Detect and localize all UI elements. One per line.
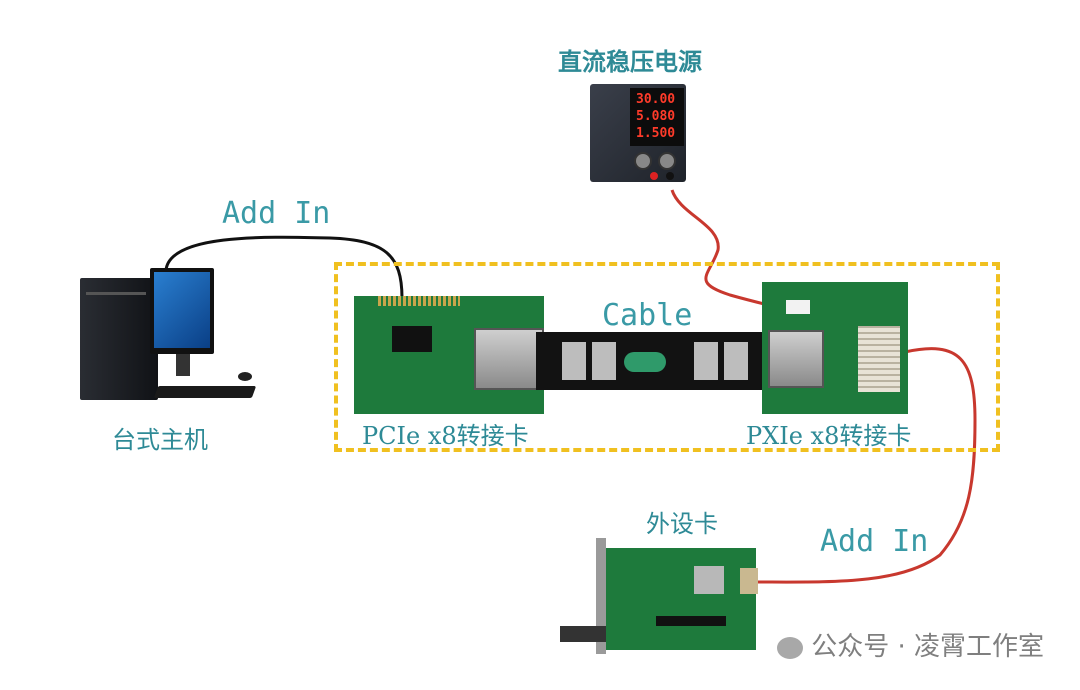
keyboard bbox=[153, 386, 257, 398]
power-knob bbox=[634, 152, 652, 170]
pc-tower-stripe bbox=[86, 292, 146, 295]
adapter-group-box bbox=[334, 262, 1000, 452]
peripheral-label: 外设卡 bbox=[646, 510, 718, 538]
peripheral-handle bbox=[560, 626, 608, 642]
pcie-connector bbox=[474, 328, 544, 390]
pxie-power-connector bbox=[786, 300, 810, 314]
cable-connector-right-2 bbox=[724, 342, 748, 380]
cable-connector-left-2 bbox=[592, 342, 616, 380]
cable-label: Cable bbox=[602, 298, 693, 333]
pxie-card-label: PXIe x8转接卡 bbox=[746, 422, 912, 450]
pcie-gold-fingers bbox=[378, 296, 460, 306]
power-supply-label: 直流稳压电源 bbox=[558, 47, 702, 76]
display-voltage: 30.00 bbox=[636, 92, 676, 107]
wechat-icon bbox=[777, 636, 804, 659]
power-cable bbox=[670, 189, 783, 310]
peripheral-card bbox=[556, 534, 766, 658]
cable-connector-right bbox=[694, 342, 718, 380]
peripheral-fpga bbox=[694, 566, 724, 594]
power-knob-2 bbox=[658, 152, 676, 170]
add-in-left-label: Add In bbox=[222, 196, 331, 231]
host-label: 台式主机 bbox=[112, 426, 208, 454]
pxie-connector bbox=[768, 330, 824, 388]
mouse bbox=[238, 372, 252, 381]
pxie-peripheral-cable bbox=[751, 347, 977, 584]
power-terminal-red bbox=[650, 172, 658, 180]
monitor-stand bbox=[176, 354, 190, 376]
peripheral-faceplate bbox=[596, 538, 606, 654]
cable-pull-tab bbox=[624, 352, 666, 372]
power-terminal-black bbox=[666, 172, 674, 180]
pxie-backplane-connector bbox=[858, 326, 900, 392]
peripheral-connector bbox=[740, 568, 758, 594]
add-in-right-label: Add In bbox=[820, 524, 929, 559]
watermark: 公众号 · 凌霄工作室 bbox=[777, 626, 1044, 663]
monitor-screen bbox=[154, 272, 210, 348]
peripheral-memory bbox=[656, 616, 726, 626]
pcie-card-label: PCIe x8转接卡 bbox=[362, 422, 529, 450]
peripheral-pcb bbox=[606, 548, 756, 650]
pcie-chip bbox=[392, 326, 432, 352]
dc-power-supply: 30.00 5.080 1.500 bbox=[586, 78, 690, 188]
cable-connector-left bbox=[562, 342, 586, 380]
display-current: 5.080 bbox=[636, 109, 676, 124]
pc-tower bbox=[80, 278, 158, 400]
watermark-text: 公众号 · 凌霄工作室 bbox=[811, 632, 1044, 662]
display-power: 1.500 bbox=[636, 126, 676, 141]
power-supply-panel bbox=[630, 88, 684, 146]
desktop-host bbox=[78, 268, 258, 408]
